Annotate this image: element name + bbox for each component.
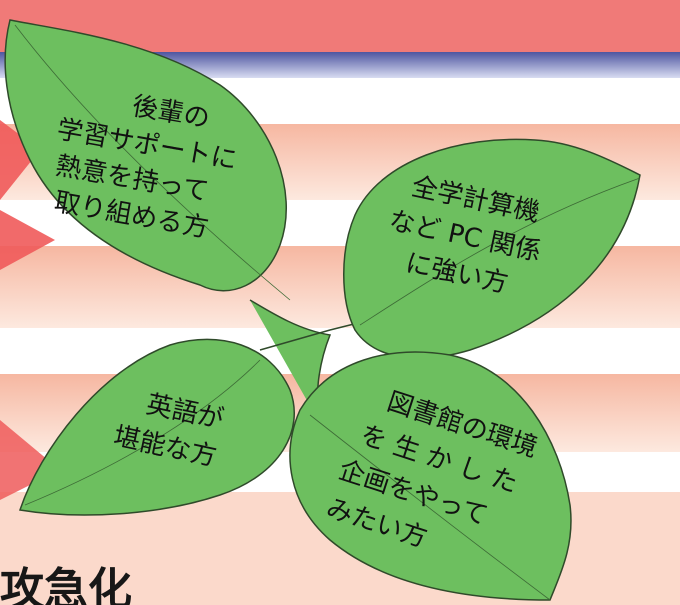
leaf-top-right: 全学計算機 など PC 関係 に強い方	[343, 138, 641, 359]
arrow-shape-bottom	[0, 420, 60, 500]
arrow-shape-middle	[0, 210, 55, 270]
arrow-shape-top	[0, 120, 40, 200]
leaf-bottom-right: 図書館の環境 を 生 か し た 企画をやって みたい方	[289, 351, 572, 601]
leaf-top-left: 後輩の 学習サポートに 熱意を持って 取り組める方	[4, 19, 291, 301]
leaf-bottom-left: 英語が 堪能な方	[19, 338, 295, 516]
bottom-title: 攻急化	[0, 564, 132, 605]
